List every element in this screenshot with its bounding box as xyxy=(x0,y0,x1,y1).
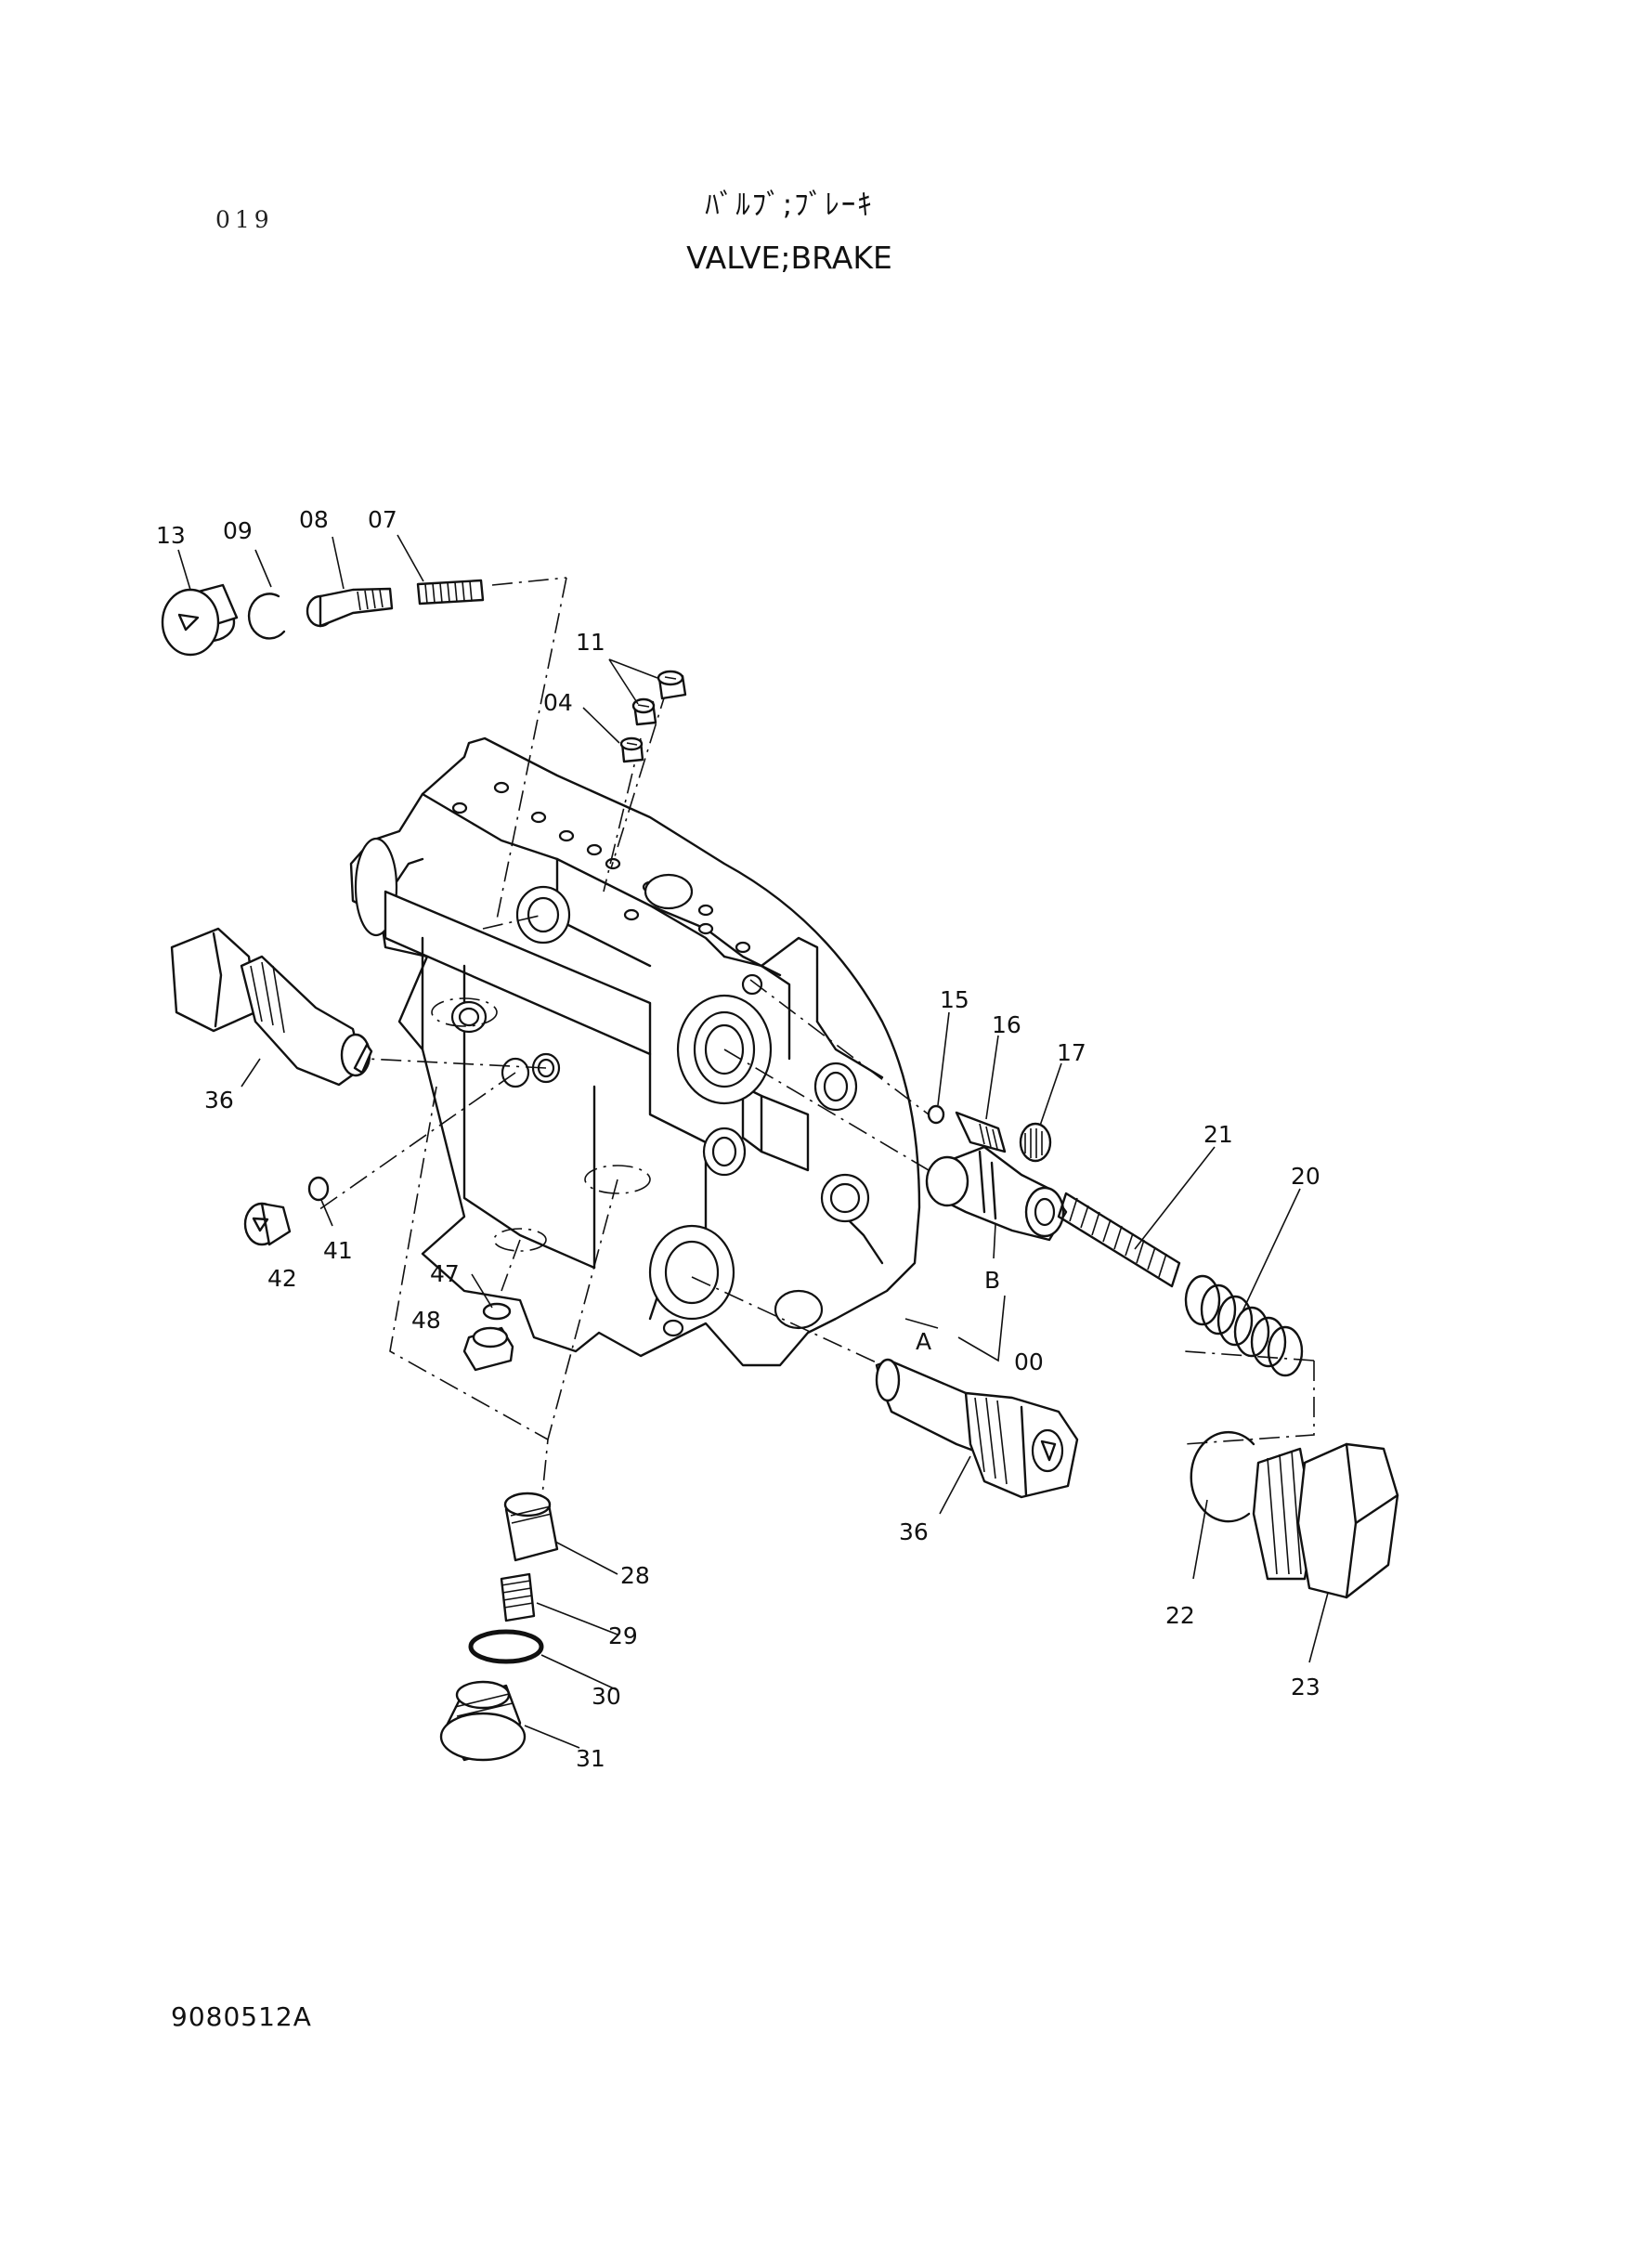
part-22-snap-ring xyxy=(1190,1430,1255,1523)
callout-42: 42 xyxy=(267,1265,297,1292)
leader-lines xyxy=(177,534,1329,1749)
part-23-hex-plug xyxy=(1252,1442,1399,1599)
callout-36-upper: 36 xyxy=(204,1087,234,1114)
part-31-plug xyxy=(439,1680,527,1762)
part-16-pin xyxy=(955,1111,1007,1153)
part-41-o-ring xyxy=(307,1176,330,1202)
callout-07: 07 xyxy=(368,506,397,533)
callout-28: 28 xyxy=(620,1562,650,1589)
part-47-o-ring xyxy=(482,1302,512,1321)
part-17-plug xyxy=(1019,1122,1052,1163)
title-english: VALVE;BRAKE xyxy=(686,240,892,276)
page-number: 019 xyxy=(215,206,274,233)
callout-09: 09 xyxy=(223,517,253,544)
part-20-spring xyxy=(1184,1274,1304,1377)
part-13-plug xyxy=(161,583,239,657)
callout-00: 00 xyxy=(1014,1348,1044,1375)
part-29-spring xyxy=(500,1572,536,1622)
part-15-ball xyxy=(927,1104,945,1125)
title-japanese: ﾊﾞﾙﾌﾞ;ﾌﾞﾚｰｷ xyxy=(705,189,874,222)
part-21-spring xyxy=(1057,1192,1181,1288)
part-11-screw-b xyxy=(631,697,657,726)
part-36-relief-valve-lower xyxy=(875,1358,1079,1499)
callout-21: 21 xyxy=(1203,1121,1233,1148)
drawing-code: 9080512A xyxy=(171,2001,312,2032)
part-00-spool xyxy=(925,1145,1068,1242)
callout-08: 08 xyxy=(299,506,329,533)
callout-36-lower: 36 xyxy=(899,1518,929,1545)
callout-B: B xyxy=(984,1267,1000,1294)
part-48-plug xyxy=(462,1326,514,1372)
callout-20: 20 xyxy=(1291,1163,1320,1190)
part-07-spring xyxy=(416,579,485,606)
callout-29: 29 xyxy=(608,1622,638,1649)
callout-30: 30 xyxy=(592,1683,621,1710)
part-30-o-ring xyxy=(468,1629,544,1664)
part-04-screw xyxy=(619,736,644,763)
part-42-plug xyxy=(243,1202,292,1246)
callout-17: 17 xyxy=(1057,1039,1086,1066)
part-08-stem xyxy=(306,587,394,628)
part-28-piston xyxy=(503,1492,559,1562)
callout-23: 23 xyxy=(1291,1674,1320,1700)
callout-13: 13 xyxy=(156,522,186,549)
callout-41: 41 xyxy=(323,1237,353,1264)
part-09-snap-ring xyxy=(247,593,286,640)
callout-15: 15 xyxy=(940,986,969,1013)
callout-labels: 13 09 08 07 11 04 36 42 41 47 48 15 16 1… xyxy=(156,506,1320,1772)
callout-04: 04 xyxy=(543,689,573,716)
callout-A: A xyxy=(916,1328,931,1355)
callout-16: 16 xyxy=(992,1011,1021,1038)
callout-47: 47 xyxy=(430,1260,460,1287)
callout-11: 11 xyxy=(576,629,605,656)
callout-22: 22 xyxy=(1165,1602,1195,1629)
callout-31: 31 xyxy=(576,1745,605,1772)
part-36-relief-valve-upper xyxy=(170,927,373,1087)
part-11-screw-a xyxy=(657,670,687,700)
callout-48: 48 xyxy=(411,1307,441,1334)
